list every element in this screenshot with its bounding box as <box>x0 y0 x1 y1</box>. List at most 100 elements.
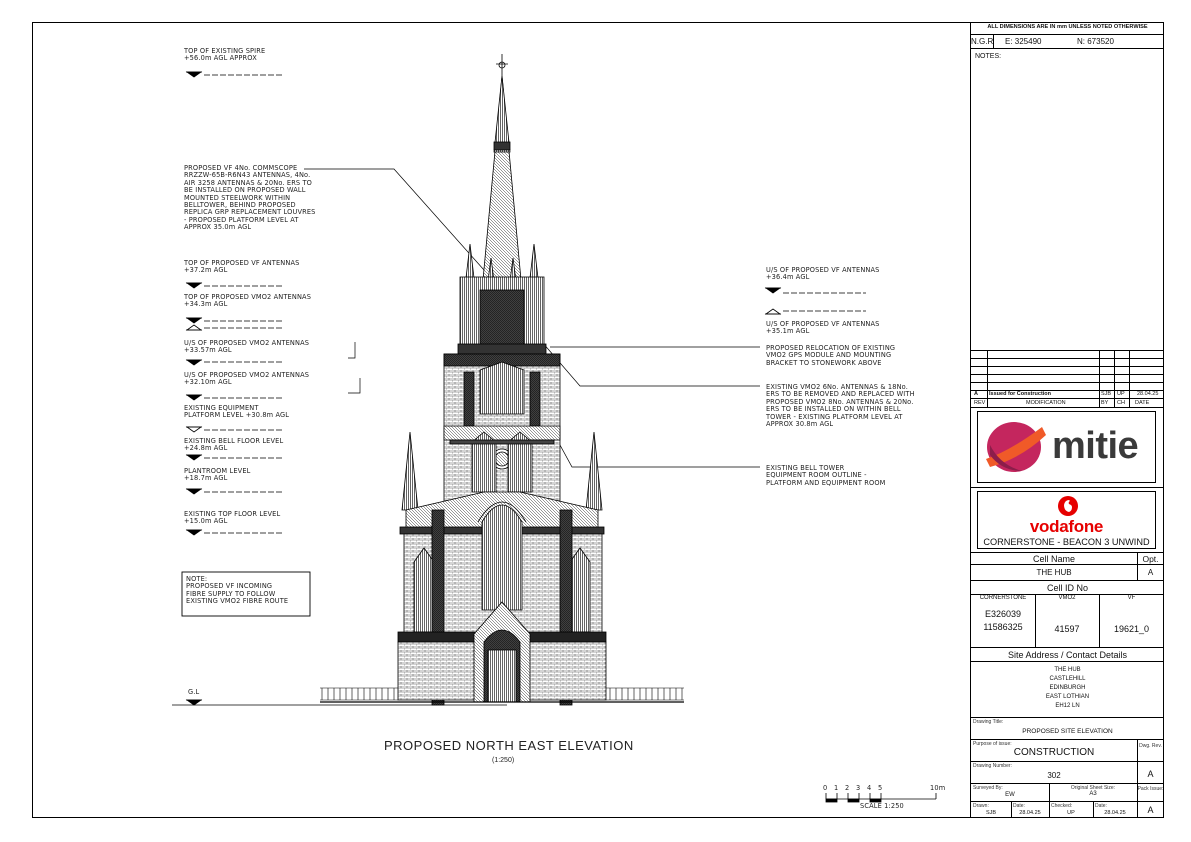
drawn-value: SJB <box>985 810 997 816</box>
rev-letter: A <box>974 391 978 397</box>
ngr-easting: E: 325490 <box>1005 37 1042 46</box>
rev-blank-4 <box>971 374 1164 382</box>
surveyed-value: EW <box>1005 792 1015 798</box>
scale-bar <box>825 793 937 803</box>
pack-issue-value: A <box>1147 805 1154 815</box>
drawing-number: 302 <box>1047 771 1061 780</box>
label-top-vmo2-antennas: TOP OF PROPOSED VMO2 ANTENNAS +34.3m AGL <box>184 293 312 309</box>
date-label-1: Date: <box>1013 803 1025 809</box>
cell-id-cols: CORNERSTONE VMO2 VF <box>971 594 1164 602</box>
label-us-vmo2-a: U/S OF PROPOSED VMO2 ANTENNAS +33.57m AG… <box>184 339 310 355</box>
checked-label: Checked: <box>1051 803 1073 809</box>
cell-id-col-cornerstone: CORNERSTONE <box>979 595 1027 601</box>
rev-description: Issued for Construction <box>989 391 1052 397</box>
elevation-drawing <box>172 54 937 803</box>
cell-id-col-vmo2: VMO2 <box>1058 595 1076 601</box>
label-plantroom: PLANTROOM LEVEL +18.7m AGL <box>184 467 251 483</box>
label-us-vmo2-b: U/S OF PROPOSED VMO2 ANTENNAS +32.10m AG… <box>184 371 310 387</box>
label-top-floor: EXISTING TOP FLOOR LEVEL +15.0m AGL <box>184 510 281 526</box>
label-vmo2-existing: EXISTING VMO2 6No. ANTENNAS & 18No. ERS … <box>766 383 915 429</box>
leader-vmo2-existing <box>541 341 760 387</box>
label-ground-level: G.L <box>188 688 200 696</box>
rev-blank-1 <box>971 350 1164 358</box>
tower-pinnacle-left <box>401 431 419 511</box>
dwg-rev-value: A <box>1147 769 1154 779</box>
address-line-4: EAST LOTHIAN <box>1045 694 1090 700</box>
sheet-size-value: A3 <box>1089 791 1097 797</box>
drawn-label: Drawn: <box>973 803 989 809</box>
tower-pinnacle-right <box>585 431 603 511</box>
address-line-5: EH12 LN <box>1055 703 1080 709</box>
purpose-value: CONSTRUCTION <box>1013 747 1095 758</box>
address-line-3: EDINBURGH <box>1049 685 1086 691</box>
drawing-title: PROPOSED SITE ELEVATION <box>1022 728 1113 735</box>
drawing-number-label: Drawing Number: <box>973 763 1012 769</box>
rev-date: 28.04.25 <box>1137 391 1159 397</box>
drawing-title-row: Drawing Title: PROPOSED SITE ELEVATION <box>971 717 1164 739</box>
cell-id-header: Cell ID No <box>971 580 1164 594</box>
address-line-1: THE HUB <box>1054 667 1081 673</box>
notes-area: NOTES: <box>971 48 1164 350</box>
surveyed-label: Surveyed By: <box>973 785 1003 791</box>
rev-blank-3 <box>971 366 1164 374</box>
level-marker-plantroom <box>185 488 284 495</box>
west-window <box>481 504 523 611</box>
scale-tick-2: 2 <box>845 784 850 792</box>
leader-bell-tower <box>541 411 760 468</box>
rev-header-row: REV MODIFICATION BY CH DATE <box>971 398 1164 407</box>
rev-header-ch: CH <box>1117 400 1125 406</box>
cell-id-values: E326039 11586325 41597 19621_0 <box>971 602 1164 647</box>
label-bell-floor: EXISTING BELL FLOOR LEVEL +24.8m AGL <box>184 437 284 453</box>
label-us-vf-a: U/S OF PROPOSED VF ANTENNAS +36.4m AGL <box>766 266 880 282</box>
label-top-vf-antennas: TOP OF PROPOSED VF ANTENNAS +37.2m AGL <box>184 259 300 275</box>
level-marker-top-vf <box>185 282 284 289</box>
scale-tick-1: 1 <box>834 784 839 792</box>
mitie-logo-frame: mitie <box>977 411 1156 483</box>
level-marker-us-vf-a <box>764 287 866 294</box>
rev-header-mod: MODIFICATION <box>1026 400 1066 406</box>
cell-id-cornerstone-b: 11586325 <box>983 622 1023 632</box>
checked-value: UP <box>1067 810 1075 816</box>
rev-header-date: DATE <box>1135 400 1150 406</box>
mitie-logo-text: mitie <box>1052 425 1139 467</box>
note-text: NOTE: PROPOSED VF INCOMING FIBRE SUPPLY … <box>186 575 289 606</box>
scale-tick-4: 4 <box>867 784 872 792</box>
surveyed-row: Surveyed By: EW Original Sheet Size: A3 … <box>971 783 1164 801</box>
opt-value: A <box>1147 568 1154 577</box>
pack-issue-label: Pack Issue: <box>1137 786 1164 792</box>
sheet-size-label: Original Sheet Size: <box>1070 785 1116 791</box>
label-vf-proposal: PROPOSED VF 4No. COMMSCOPE RRZZW-65B-R6N… <box>184 164 316 232</box>
rev-header-by: BY <box>1101 400 1109 406</box>
level-marker-spire <box>185 71 284 78</box>
label-equipment-platform: EXISTING EQUIPMENT PLATFORM LEVEL +30.8m… <box>184 404 290 420</box>
ngr-row: N.G.R E: 325490 N: 673520 <box>971 34 1164 49</box>
purpose-label: Purpose of issue: <box>973 741 1012 747</box>
dwg-rev-label: Dwg. Rev. <box>1139 743 1162 749</box>
cell-id-col-vf: VF <box>1127 595 1136 601</box>
opt-label: Opt. <box>1142 554 1159 564</box>
level-marker-bell-floor <box>185 454 284 461</box>
cell-id-vmo2: 41597 <box>1054 624 1080 634</box>
title-block: ALL DIMENSIONS ARE IN mm UNLESS NOTED OT… <box>970 22 1164 818</box>
level-marker-top-vmo2-b <box>185 324 284 331</box>
label-spire: TOP OF EXISTING SPIRE +56.0m AGL APPROX <box>184 47 266 63</box>
leader-us-vmo2-b <box>348 378 361 394</box>
drawing-caption-scale: (1:250) <box>492 757 515 764</box>
rev-ch: UP <box>1117 391 1125 397</box>
drawing-caption: PROPOSED NORTH EAST ELEVATION <box>384 738 634 753</box>
drawn-row: Drawn: SJB Date: 28.04.25 Checked: UP Da… <box>971 801 1164 818</box>
drawn-date: 28.04.25 <box>1019 810 1041 816</box>
date-label-2: Date: <box>1095 803 1107 809</box>
label-bell-tower: EXISTING BELL TOWER EQUIPMENT ROOM OUTLI… <box>766 464 886 487</box>
note-box <box>181 571 311 617</box>
main-door <box>487 649 517 703</box>
vodafone-logo-area: vodafone CORNERSTONE - BEACON 3 UNWIND <box>971 487 1164 552</box>
cell-name-label: Cell Name <box>1032 554 1075 564</box>
scale-label: SCALE 1:250 <box>860 802 904 810</box>
spire-cross <box>496 54 508 76</box>
ngr-northing: N: 673520 <box>1077 37 1114 46</box>
label-gps-relocation: PROPOSED RELOCATION OF EXISTING VMO2 GPS… <box>766 344 896 367</box>
vodafone-speechmark-icon <box>1058 496 1078 516</box>
vodafone-logo-frame: vodafone CORNERSTONE - BEACON 3 UNWIND <box>977 491 1156 549</box>
level-markers <box>172 71 866 706</box>
